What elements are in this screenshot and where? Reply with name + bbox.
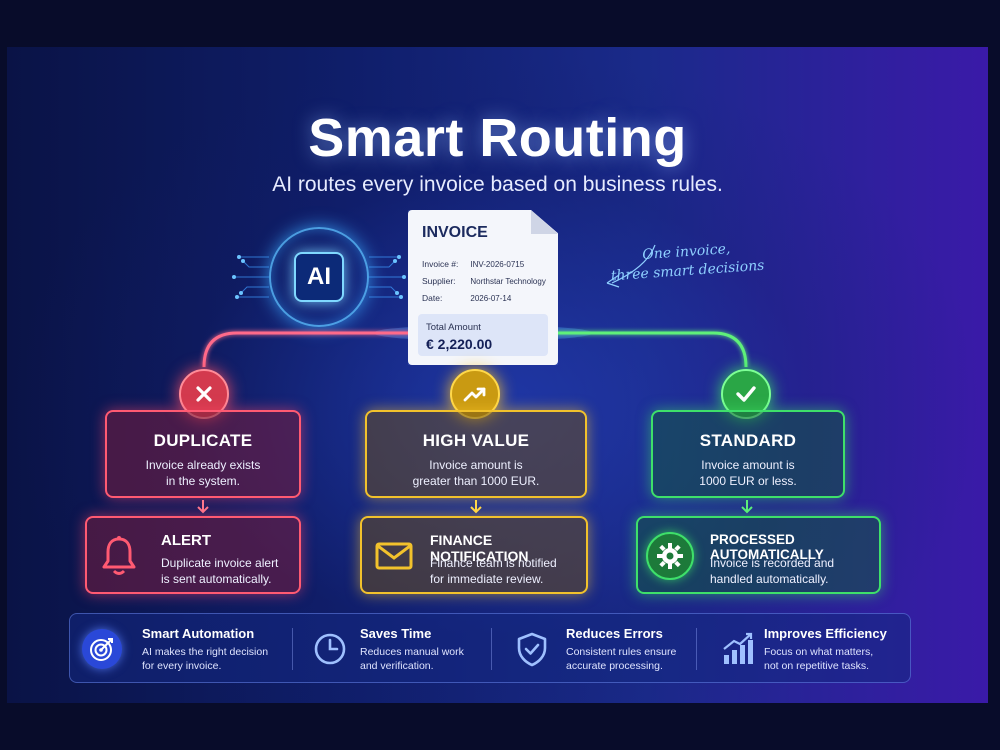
invoice-row-number: Invoice #: INV-2026-0715 bbox=[422, 259, 524, 269]
benefit-line-1: Focus on what matters, bbox=[764, 646, 874, 658]
invoice-date-value: 2026-07-14 bbox=[470, 294, 512, 303]
standard-rule-title: STANDARD bbox=[699, 431, 797, 450]
arrow-down-icon bbox=[197, 500, 209, 514]
processed-desc-line-2: handled automatically. bbox=[710, 572, 829, 586]
finance-desc-line-1: Finance team is notified bbox=[430, 556, 557, 570]
benefits-bar: Smart Automation AI makes the right deci… bbox=[69, 613, 911, 683]
benefit-title: Saves Time bbox=[360, 626, 432, 641]
high-value-desc-line-2: greater than 1000 EUR. bbox=[412, 474, 540, 488]
page-title: Smart Routing bbox=[308, 108, 687, 168]
alert-result-description: Duplicate invoice alert is sent automati… bbox=[161, 555, 278, 587]
invoice-total-label: Total Amount bbox=[426, 322, 481, 333]
benefit-title: Smart Automation bbox=[142, 626, 255, 641]
finance-desc-line-2: for immediate review. bbox=[430, 572, 544, 586]
duplicate-rule-box: DUPLICATE Invoice already exists in the … bbox=[105, 410, 301, 498]
invoice-date-label: Date: bbox=[422, 293, 443, 303]
benefit-line-1: AI makes the right decision bbox=[142, 646, 269, 658]
finance-notification-description: Finance team is notified for immediate r… bbox=[430, 555, 557, 587]
invoice-row-supplier: Supplier: Northstar Technology bbox=[422, 276, 546, 286]
benefit-title: Reduces Errors bbox=[566, 626, 663, 641]
gear-icon bbox=[646, 532, 694, 580]
divider bbox=[292, 628, 293, 670]
arrow-down-icon bbox=[741, 500, 753, 514]
duplicate-rule-title: DUPLICATE bbox=[153, 431, 253, 450]
benefit-line-2: not on repetitive tasks. bbox=[764, 660, 870, 672]
shield-check-icon bbox=[512, 629, 552, 669]
finance-notification-title: FINANCE NOTIFICATION bbox=[430, 532, 529, 564]
arrow-down-icon bbox=[470, 500, 482, 514]
benefit-reduces-errors: Reduces Errors Consistent rules ensure ac… bbox=[500, 614, 700, 684]
standard-desc-line-2: 1000 EUR or less. bbox=[699, 474, 797, 488]
invoice-number-value: INV-2026-0715 bbox=[470, 260, 525, 269]
finance-notification-result-box: FINANCE NOTIFICATION Finance team is not… bbox=[360, 516, 588, 594]
processed-result-title: PROCESSED AUTOMATICALLY bbox=[710, 532, 824, 562]
invoice-supplier-value: Northstar Technology bbox=[470, 277, 546, 286]
standard-rule-description: Invoice amount is 1000 EUR or less. bbox=[653, 457, 843, 489]
bell-icon bbox=[95, 532, 143, 580]
high-value-desc-line-1: Invoice amount is bbox=[429, 458, 523, 472]
benefit-description: AI makes the right decision for every inv… bbox=[142, 645, 268, 673]
infographic-canvas: Smart Routing AI routes every invoice ba… bbox=[7, 47, 988, 703]
benefit-title: Improves Efficiency bbox=[764, 626, 887, 641]
high-value-rule-title: HIGH VALUE bbox=[422, 431, 530, 450]
divider bbox=[491, 628, 492, 670]
benefit-description: Reduces manual work and verification. bbox=[360, 645, 464, 673]
benefit-saves-time: Saves Time Reduces manual work and verifi… bbox=[298, 614, 493, 684]
benefit-improves-efficiency: Improves Efficiency Focus on what matter… bbox=[706, 614, 911, 684]
bar-chart-icon bbox=[718, 629, 758, 669]
benefit-line-1: Consistent rules ensure bbox=[566, 646, 677, 658]
invoice-total-box: Total Amount € 2,220.00 bbox=[418, 314, 548, 356]
alert-result-box: ALERT Duplicate invoice alert is sent au… bbox=[85, 516, 301, 594]
duplicate-rule-description: Invoice already exists in the system. bbox=[107, 457, 299, 489]
benefit-description: Consistent rules ensure accurate processi… bbox=[566, 645, 676, 673]
invoice-supplier-label: Supplier: bbox=[422, 276, 456, 286]
invoice-total-amount: € 2,220.00 bbox=[426, 336, 493, 352]
standard-desc-line-1: Invoice amount is bbox=[701, 458, 795, 472]
alert-result-title: ALERT bbox=[161, 532, 211, 549]
invoice-card: INVOICE Invoice #: INV-2026-0715 Supplie… bbox=[408, 210, 558, 365]
page-subtitle: AI routes every invoice based on busines… bbox=[272, 173, 723, 196]
processed-result-box: PROCESSED AUTOMATICALLY Invoice is recor… bbox=[636, 516, 881, 594]
alert-desc-line-2: is sent automatically. bbox=[161, 572, 272, 586]
circuit-lines-icon bbox=[232, 255, 406, 299]
high-value-rule-description: Invoice amount is greater than 1000 EUR. bbox=[367, 457, 585, 489]
invoice-row-date: Date: 2026-07-14 bbox=[422, 293, 511, 303]
divider bbox=[696, 628, 697, 670]
routing-connectors bbox=[202, 244, 748, 368]
target-icon bbox=[82, 629, 122, 669]
ai-ring bbox=[269, 227, 369, 327]
benefit-line-2: for every invoice. bbox=[142, 660, 222, 672]
clock-icon bbox=[310, 629, 350, 669]
duplicate-desc-line-2: in the system. bbox=[165, 474, 241, 488]
ai-chip-icon: AI bbox=[294, 252, 344, 302]
duplicate-desc-line-1: Invoice already exists bbox=[145, 458, 261, 472]
envelope-icon bbox=[370, 532, 418, 580]
invoice-title: INVOICE bbox=[422, 224, 488, 241]
processed-result-description: Invoice is recorded and handled automati… bbox=[710, 555, 834, 587]
benefit-smart-automation: Smart Automation AI makes the right deci… bbox=[70, 614, 290, 684]
alert-desc-line-1: Duplicate invoice alert bbox=[161, 556, 279, 570]
processed-desc-line-1: Invoice is recorded and bbox=[710, 556, 835, 570]
benefit-description: Focus on what matters, not on repetitive … bbox=[764, 645, 873, 673]
benefit-line-2: accurate processing. bbox=[566, 660, 663, 672]
invoice-number-label: Invoice #: bbox=[422, 259, 459, 269]
standard-rule-box: STANDARD Invoice amount is 1000 EUR or l… bbox=[651, 410, 845, 498]
benefit-line-1: Reduces manual work bbox=[360, 646, 464, 658]
high-value-rule-box: HIGH VALUE Invoice amount is greater tha… bbox=[365, 410, 587, 498]
benefit-line-2: and verification. bbox=[360, 660, 434, 672]
ai-badge: AI bbox=[269, 227, 369, 327]
